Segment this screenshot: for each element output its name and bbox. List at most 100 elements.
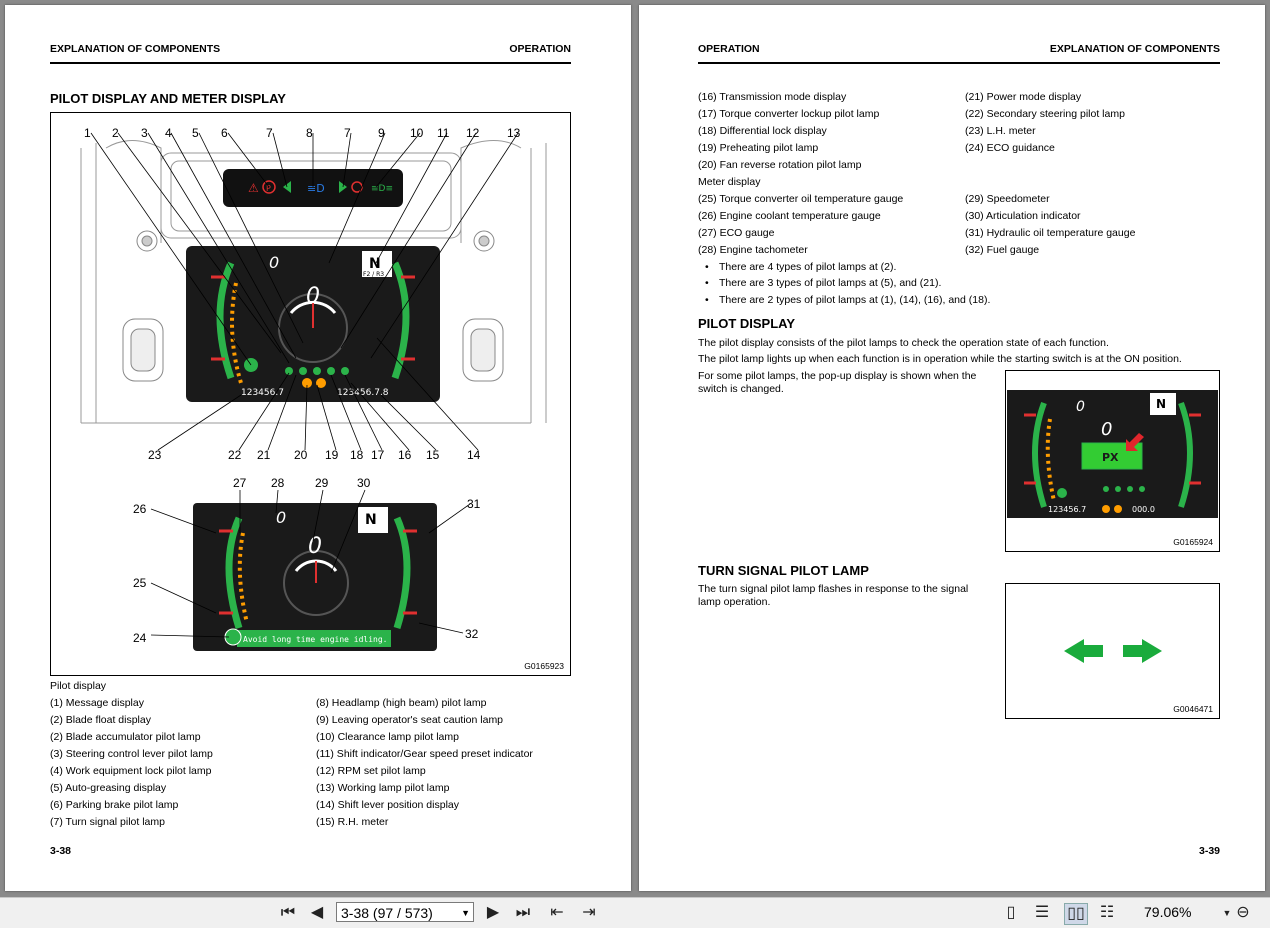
callout-3: 3 bbox=[141, 126, 148, 140]
list-item: (24) ECO guidance bbox=[965, 142, 1055, 154]
svg-text:PX: PX bbox=[1102, 451, 1119, 464]
figure-code: G0165924 bbox=[1173, 537, 1213, 547]
pilot-display-paragraph: The pilot lamp lights up when each funct… bbox=[698, 353, 1182, 365]
turn-signal-arrows bbox=[1064, 639, 1162, 663]
rpm-readout: 0 bbox=[269, 253, 279, 272]
list-item: (20) Fan reverse rotation pilot lamp bbox=[698, 159, 862, 171]
caption-heading: Pilot display bbox=[50, 680, 107, 692]
continuous-view-icon[interactable]: ☰ bbox=[1034, 904, 1050, 921]
callout-30: 30 bbox=[357, 476, 371, 490]
svg-text:N: N bbox=[1156, 397, 1166, 411]
header-right: OPERATION bbox=[509, 43, 571, 55]
popup-odometer: 123456.7 bbox=[1048, 505, 1086, 514]
list-item: (29) Speedometer bbox=[965, 193, 1050, 205]
callout-17: 17 bbox=[371, 448, 385, 462]
callout-19: 19 bbox=[325, 448, 339, 462]
list-item: (30) Articulation indicator bbox=[965, 210, 1081, 222]
callout-29: 29 bbox=[315, 476, 329, 490]
document-viewport: EXPLANATION OF COMPONENTS OPERATION PILO… bbox=[0, 0, 1270, 897]
page-3-38: EXPLANATION OF COMPONENTS OPERATION PILO… bbox=[5, 5, 631, 891]
two-page-continuous-icon[interactable]: ☷ bbox=[1099, 904, 1115, 921]
prev-page-button[interactable]: ◀ bbox=[310, 904, 324, 921]
right-arrow-icon bbox=[1123, 639, 1162, 663]
list-item: (26) Engine coolant temperature gauge bbox=[698, 210, 881, 222]
list-item: (22) Secondary steering pilot lamp bbox=[965, 108, 1125, 120]
go-back-view-icon[interactable]: ⇤ bbox=[550, 904, 564, 921]
callout-26: 26 bbox=[133, 502, 147, 516]
callout-22: 22 bbox=[228, 448, 242, 462]
callout-9: 9 bbox=[378, 126, 385, 140]
list-item: (14) Shift lever position display bbox=[316, 799, 459, 811]
svg-text:0: 0 bbox=[308, 534, 322, 559]
list-item: (2) Blade accumulator pilot lamp bbox=[50, 731, 201, 743]
callout-13: 13 bbox=[507, 126, 521, 140]
svg-text:0: 0 bbox=[1076, 399, 1085, 415]
callout-14: 14 bbox=[467, 448, 481, 462]
list-item: (16) Transmission mode display bbox=[698, 91, 847, 103]
callout-16: 16 bbox=[398, 448, 412, 462]
svg-text:≡D: ≡D bbox=[307, 182, 325, 195]
page-number-select[interactable]: 3-38 (97 / 573) ▼ bbox=[336, 902, 474, 922]
callout-25: 25 bbox=[133, 576, 147, 590]
go-forward-view-icon[interactable]: ⇥ bbox=[582, 904, 596, 921]
pilot-display-paragraph: The pilot display consists of the pilot … bbox=[698, 337, 1109, 349]
figure-code: G0046471 bbox=[1173, 704, 1213, 714]
callout-7a: 7 bbox=[266, 126, 273, 140]
bullet-item: There are 4 types of pilot lamps at (2). bbox=[705, 259, 896, 276]
two-page-view-icon[interactable]: ▯▯ bbox=[1064, 903, 1088, 925]
list-item: (4) Work equipment lock pilot lamp bbox=[50, 765, 212, 777]
list-item: (27) ECO gauge bbox=[698, 227, 775, 239]
callout-7b: 7 bbox=[344, 126, 351, 140]
turn-signal-paragraph: lamp operation. bbox=[698, 596, 771, 608]
callout-24: 24 bbox=[133, 631, 147, 645]
zoom-dropdown-chevron-icon[interactable]: ▼ bbox=[1222, 908, 1232, 918]
callout-2: 2 bbox=[112, 126, 119, 140]
svg-text:P: P bbox=[266, 184, 271, 193]
list-item: (25) Torque converter oil temperature ga… bbox=[698, 193, 904, 205]
list-item: (28) Engine tachometer bbox=[698, 244, 808, 256]
list-item: (1) Message display bbox=[50, 697, 144, 709]
header-left: EXPLANATION OF COMPONENTS bbox=[50, 43, 221, 55]
dashboard-figure: ⚠ P ≡D ≡D≡ 0 0 N bbox=[50, 112, 571, 676]
popup-speed: 000.0 bbox=[1132, 505, 1155, 514]
svg-text:≡D≡: ≡D≡ bbox=[371, 184, 393, 194]
bullet-item: There are 3 types of pilot lamps at (5),… bbox=[705, 275, 941, 292]
callout-21: 21 bbox=[257, 448, 271, 462]
callout-27: 27 bbox=[233, 476, 247, 490]
list-item: (19) Preheating pilot lamp bbox=[698, 142, 819, 154]
callout-31: 31 bbox=[467, 497, 481, 511]
popup-display-figure: 0 0 N PX 123456.7 000.0 G0165924 bbox=[1005, 370, 1220, 552]
gear-letter: N bbox=[369, 256, 381, 272]
callout-8: 8 bbox=[306, 126, 313, 140]
svg-text:⚠: ⚠ bbox=[248, 181, 259, 195]
gear-preset: F2 / R3 bbox=[363, 271, 384, 278]
list-item: (9) Leaving operator's seat caution lamp bbox=[316, 714, 504, 726]
list-item: (3) Steering control lever pilot lamp bbox=[50, 748, 213, 760]
svg-text:N: N bbox=[365, 512, 377, 528]
next-page-button[interactable]: ▶ bbox=[486, 904, 500, 921]
zoom-out-icon[interactable]: ⊖ bbox=[1236, 904, 1250, 921]
odometer-left: 123456.7 bbox=[241, 388, 284, 398]
callout-5: 5 bbox=[192, 126, 199, 140]
list-item: (7) Turn signal pilot lamp bbox=[50, 816, 165, 828]
zoom-level[interactable]: 79.06% bbox=[1144, 904, 1192, 920]
turn-signal-paragraph: The turn signal pilot lamp flashes in re… bbox=[698, 583, 969, 595]
pilot-display-title: PILOT DISPLAY bbox=[698, 316, 796, 331]
single-page-view-icon[interactable]: ▯ bbox=[1006, 904, 1016, 921]
list-item: (23) L.H. meter bbox=[965, 125, 1036, 137]
first-page-button[interactable]: ⏮ bbox=[280, 904, 296, 921]
list-item: (13) Working lamp pilot lamp bbox=[316, 782, 450, 794]
callout-28: 28 bbox=[271, 476, 285, 490]
page-indicator: 3-38 (97 / 573) bbox=[341, 905, 433, 921]
last-page-button[interactable]: ⏭ bbox=[515, 904, 531, 921]
callout-15: 15 bbox=[426, 448, 440, 462]
dashboard-illustration: ⚠ P ≡D ≡D≡ 0 0 N bbox=[80, 132, 547, 651]
list-item: (8) Headlamp (high beam) pilot lamp bbox=[316, 697, 487, 709]
callout-11: 11 bbox=[437, 126, 450, 140]
left-arrow-icon bbox=[1064, 639, 1103, 663]
list-item: (2) Blade float display bbox=[50, 714, 151, 726]
callout-23: 23 bbox=[148, 448, 162, 462]
header-rule bbox=[698, 62, 1220, 64]
callout-6: 6 bbox=[221, 126, 228, 140]
popup-dashboard-illustration: 0 0 N PX 123456.7 000.0 bbox=[1007, 390, 1218, 518]
